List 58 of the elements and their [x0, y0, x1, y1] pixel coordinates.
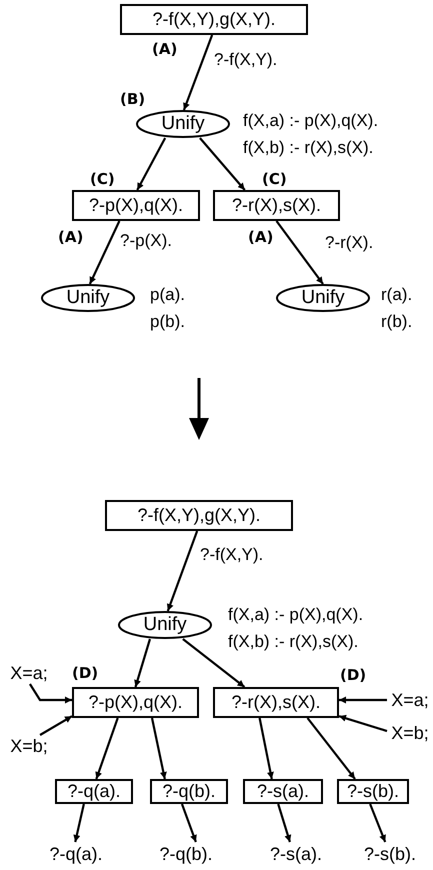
clause-text: f(X,a) :- p(X),q(X). [243, 110, 378, 132]
arrow [150, 718, 167, 780]
step-label: (D) [340, 665, 366, 686]
step-label: (C) [90, 169, 115, 190]
step-label: (C) [262, 169, 287, 190]
goal-text: ?-q(b). [148, 842, 224, 866]
arrow [136, 137, 166, 191]
arrow [182, 638, 246, 688]
goal-box: ?-s(a). [243, 779, 323, 804]
step-label: (A) [58, 227, 84, 248]
goal-box: ?-r(X),s(X). [213, 190, 340, 221]
clause-text: p(a). [150, 284, 185, 306]
clause-text: f(X,b) :- r(X),s(X). [228, 631, 360, 653]
unify-ellipse: Unify [41, 284, 135, 312]
arrow [73, 804, 85, 842]
step-label: (B) [120, 89, 146, 110]
goal-box: ?-s(b). [337, 779, 409, 804]
goal-box: ?-f(X,Y),g(X,Y). [105, 500, 293, 531]
arrow [369, 804, 386, 842]
goal-text: X=b; [6, 735, 52, 757]
arrow [182, 34, 214, 110]
clause-text: f(X,b) :- r(X),s(X). [243, 137, 374, 159]
step-label: (A) [152, 39, 178, 60]
goal-box: ?-q(b). [150, 779, 228, 804]
arrow [134, 638, 152, 688]
clause-text: r(a). [381, 284, 412, 306]
goal-box: ?-f(X,Y),g(X,Y). [120, 4, 308, 35]
unify-ellipse: Unify [276, 284, 370, 312]
goal-text: X=b; [387, 722, 433, 744]
arrow [276, 220, 324, 285]
arrow [88, 220, 120, 284]
unify-ellipse: Unify [118, 611, 212, 639]
goal-text: ?-s(a). [258, 842, 334, 866]
arrow [166, 530, 198, 612]
arrow [180, 804, 197, 842]
arrow [339, 696, 387, 704]
goal-box: ?-q(a). [55, 779, 133, 804]
arrow [277, 804, 292, 842]
goal-text: ?-s(b). [350, 842, 430, 866]
goal-text: X=a; [387, 689, 433, 711]
goal-box: ?-p(X),q(X). [72, 190, 200, 221]
arrow [95, 718, 119, 780]
step-label: (A) [248, 227, 274, 248]
clause-text: r(b). [381, 311, 412, 333]
arrow [29, 683, 72, 704]
clause-text: p(b). [150, 311, 185, 333]
goal-box: ?-r(X),s(X). [213, 687, 339, 718]
arrow [258, 718, 274, 780]
goal-text: ?-q(a). [38, 842, 114, 866]
unify-ellipse: Unify [136, 110, 230, 138]
goal-box: ?-p(X),q(X). [72, 687, 199, 718]
clause-text: f(X,a) :- p(X),q(X). [228, 604, 364, 626]
arrow [199, 137, 246, 191]
arrow [338, 714, 388, 732]
arrow [306, 717, 356, 780]
step-label: (D) [72, 663, 98, 684]
goal-text: X=a; [6, 662, 52, 684]
arrow [39, 715, 73, 736]
